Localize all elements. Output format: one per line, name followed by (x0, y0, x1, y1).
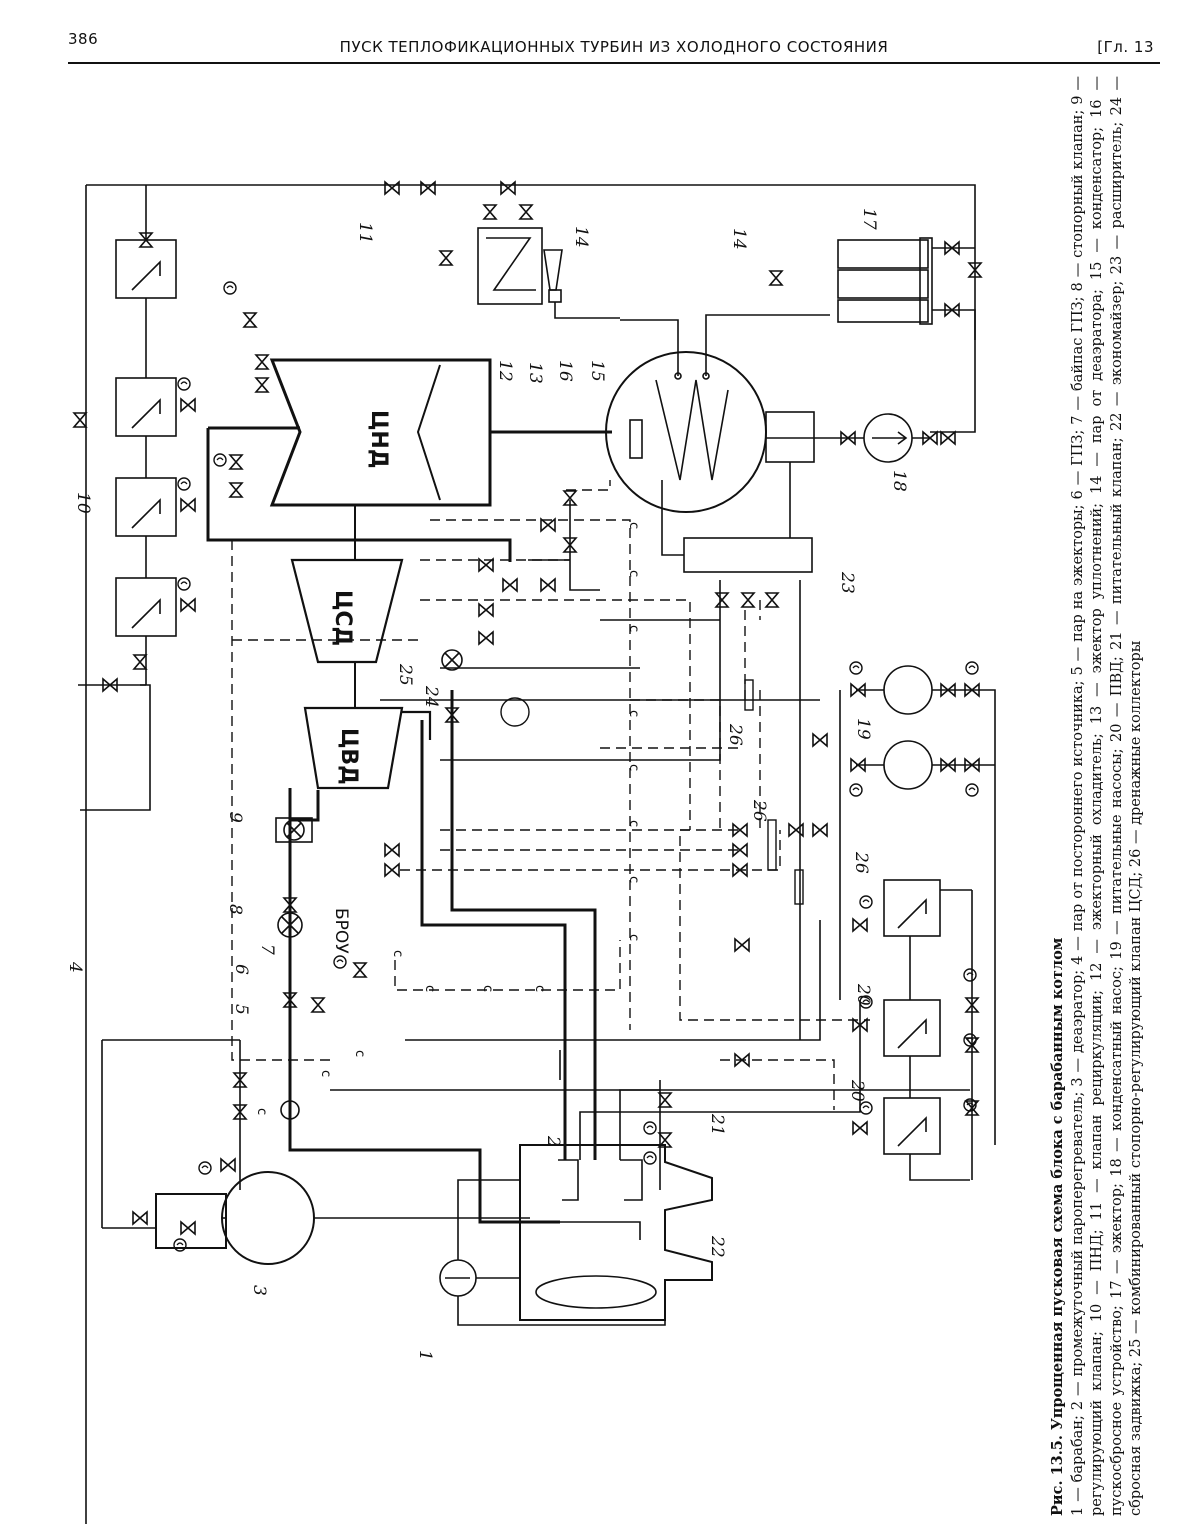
label-25: 25 (395, 663, 415, 686)
hp-cylinder-shape (303, 706, 404, 790)
condensate-mark: с (626, 570, 641, 577)
condensate-mark: с (352, 1050, 367, 1057)
label-19: 19 (853, 718, 873, 740)
label-26c: 26 (851, 851, 871, 874)
label-20b: 20 (847, 1079, 867, 1102)
label-6: 6 (231, 964, 251, 975)
label-10: 10 (73, 492, 93, 514)
caption-title: Рис. 13.5. Упрощенная пусковая схема бло… (1049, 937, 1066, 1516)
bypass-device-label: БРОУ (331, 908, 351, 954)
label-3: 3 (249, 1285, 269, 1296)
condensate-mark: с (626, 625, 641, 632)
lp-cylinder-shape (269, 358, 492, 507)
deaerator-tank (221, 1171, 315, 1265)
ip-cylinder-shape (290, 558, 404, 664)
hp-cylinder-label: ЦВД (336, 728, 361, 785)
label-5: 5 (231, 1004, 251, 1015)
hp-heater-3 (883, 1097, 941, 1155)
condensate-mark: с (626, 820, 641, 827)
label-20a: 20 (853, 983, 873, 1006)
label-2: 2 (543, 1135, 563, 1147)
label-14b: 14 (729, 228, 749, 250)
condensate-mark: с (626, 522, 641, 529)
condensate-mark: с (480, 985, 495, 992)
lp-heater-3 (115, 477, 177, 537)
running-title: ПУСК ТЕПЛОФИКАЦИОННЫХ ТУРБИН ИЗ ХОЛОДНОГ… (339, 38, 889, 56)
chapter-ref: [Гл. 13 (1097, 38, 1154, 56)
expander (683, 537, 813, 573)
startup-discharge-device (629, 419, 643, 459)
condensate-mark: с (422, 985, 437, 992)
page-header: 386 ПУСК ТЕПЛОФИКАЦИОННЫХ ТУРБИН ИЗ ХОЛО… (68, 30, 1160, 64)
ip-combined-valve (441, 649, 463, 671)
feed-pump-1 (883, 665, 933, 715)
condensate-mark: с (318, 1070, 333, 1077)
condensate-mark: с (626, 710, 641, 717)
label-13: 13 (525, 362, 545, 384)
label-15: 15 (587, 360, 607, 382)
label-18: 18 (889, 470, 909, 492)
condensate-mark: с (390, 950, 405, 957)
label-4: 4 (65, 961, 85, 973)
label-14a: 14 (571, 226, 591, 248)
label-11: 11 (355, 222, 375, 244)
lp-heater-1 (115, 239, 177, 299)
hp-heater-1 (883, 879, 941, 937)
condensate-mark: с (626, 934, 641, 941)
label-12: 12 (495, 360, 515, 382)
label-8: 8 (225, 904, 245, 915)
label-24: 24 (421, 685, 441, 708)
lp-cylinder-label: ЦНД (366, 410, 391, 468)
hp-heater-2 (883, 999, 941, 1057)
label-7: 7 (257, 944, 277, 955)
label-26a: 26 (725, 723, 745, 746)
label-23: 23 (837, 571, 857, 594)
figure-caption: Рис. 13.5. Упрощенная пусковая схема бло… (1048, 76, 1178, 1516)
feed-pump-2 (883, 740, 933, 790)
boiler-outline (519, 1144, 713, 1321)
label-9: 9 (225, 812, 245, 823)
ip-cylinder-label: ЦСД (330, 590, 355, 646)
label-21: 21 (707, 1113, 727, 1136)
lp-heater-4 (115, 577, 177, 637)
condensate-mark: с (626, 876, 641, 883)
lp-heater-2 (115, 377, 177, 437)
ejector-cooler (477, 227, 543, 305)
label-17: 17 (859, 208, 879, 230)
page-number: 386 (68, 30, 99, 48)
condensate-mark: с (626, 764, 641, 771)
condensate-mark: с (254, 1108, 269, 1115)
control-valve-box (275, 817, 313, 843)
label-16: 16 (555, 360, 575, 382)
label-22: 22 (707, 1235, 727, 1258)
label-1: 1 (415, 1350, 435, 1361)
label-26b: 26 (749, 799, 769, 822)
caption-legend: 1 — барабан; 2 — промежуточный пароперег… (1069, 76, 1145, 1516)
condensate-mark: с (532, 985, 547, 992)
stop-valve (277, 912, 303, 938)
